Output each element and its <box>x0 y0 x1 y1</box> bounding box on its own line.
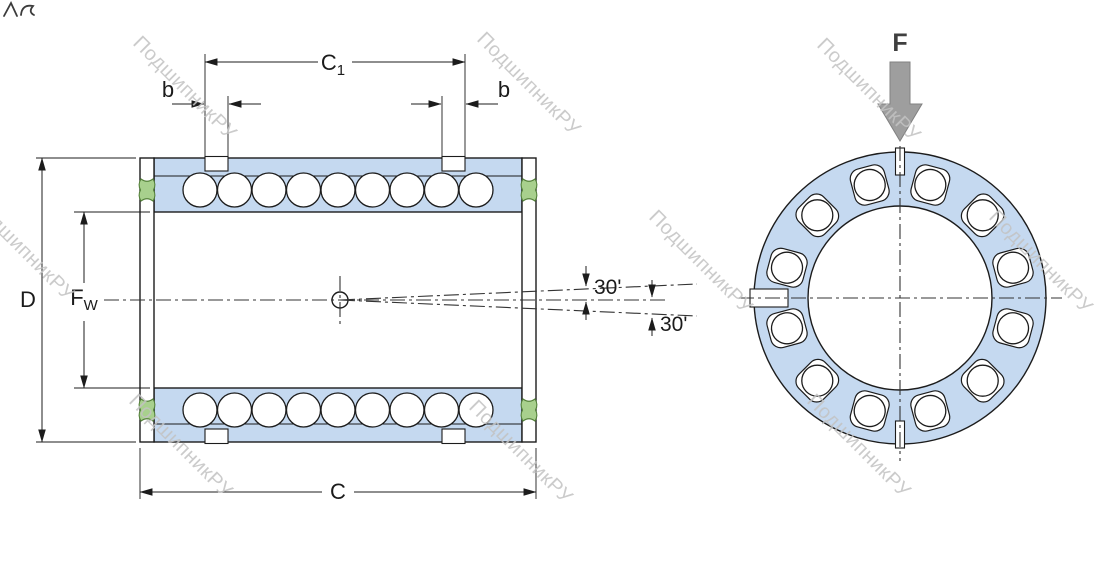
cross-section-view: C1 b b D FW <box>20 50 698 504</box>
ball-pocket <box>849 164 890 206</box>
seal <box>138 398 156 422</box>
dim-label-b-right: b <box>498 77 510 102</box>
ball-pocket <box>960 358 1005 403</box>
ball-pocket <box>992 308 1034 349</box>
dim-label-b-left: b <box>162 77 174 102</box>
corner-artifact <box>3 0 35 17</box>
ball-pocket <box>795 358 840 403</box>
dim-fw: FW <box>70 211 150 389</box>
dim-c1: C1 <box>204 50 466 156</box>
retaining-groove <box>204 155 229 172</box>
angle-callout-lower: 30' <box>648 280 687 336</box>
ball-pocket <box>849 390 890 432</box>
ball-pocket <box>910 390 951 432</box>
ball-pocket <box>992 247 1034 288</box>
ball-pocket <box>960 193 1005 238</box>
ball-row-bottom <box>182 392 494 428</box>
dim-label-c1: C1 <box>321 50 345 79</box>
end-view-balls <box>766 164 1034 432</box>
retaining-groove <box>441 428 466 445</box>
seal <box>138 178 156 202</box>
dim-label-fw: FW <box>70 285 98 314</box>
angle-label-upper: 30' <box>594 276 621 299</box>
retaining-groove <box>204 428 229 445</box>
dim-label-d: D <box>20 287 36 312</box>
ball-pocket <box>766 308 808 349</box>
watermark-text: ПодшипникРУ <box>644 206 756 318</box>
dim-c: C <box>139 448 537 504</box>
misalignment-line-lower <box>339 299 698 317</box>
watermark-text: ПодшипникРУ <box>472 28 584 140</box>
seal <box>520 178 538 202</box>
watermark-text: ПодшипникРУ <box>128 32 240 144</box>
seal <box>520 398 538 422</box>
ball-row-top <box>182 172 494 208</box>
end-view: F <box>739 29 1062 461</box>
ball-pocket <box>795 193 840 238</box>
dim-b-left: b <box>162 77 261 156</box>
force-arrow-shape <box>877 61 923 142</box>
angle-label-lower: 30' <box>660 313 687 336</box>
misalignment-line-upper <box>339 283 698 301</box>
force-label: F <box>892 29 907 57</box>
angle-callout-upper: 30' <box>582 266 621 320</box>
retaining-groove <box>441 155 466 172</box>
dim-d: D <box>20 157 136 443</box>
dim-label-c: C <box>330 479 346 504</box>
dim-b-right: b <box>411 77 510 156</box>
watermark-text: ПодшипникРУ <box>0 193 79 305</box>
force-arrow: F <box>877 29 923 142</box>
ball-pocket <box>766 247 808 288</box>
ball-pocket <box>910 164 951 206</box>
